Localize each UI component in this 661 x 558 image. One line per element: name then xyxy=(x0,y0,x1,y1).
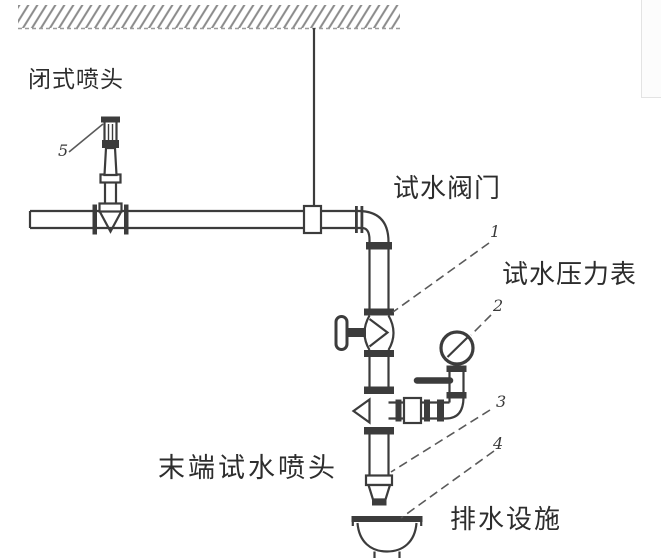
label-end-test-nozzle: 末端试水喷头 xyxy=(158,453,338,483)
closed-sprinkler-head xyxy=(98,116,123,213)
ceiling-hatch xyxy=(18,5,400,30)
test-valve xyxy=(334,308,395,357)
sprinkler-tee xyxy=(92,204,129,235)
end-test-nozzle xyxy=(364,474,394,506)
label-test-pressure-gauge: 试水压力表 xyxy=(502,259,638,289)
leader-5 xyxy=(68,123,104,153)
callout-number-2: 2 xyxy=(493,296,504,315)
pressure-gauge xyxy=(439,330,475,366)
label-test-valve: 试水阀门 xyxy=(393,173,502,203)
valve-handwheel xyxy=(334,315,349,351)
leader-1 xyxy=(392,242,490,313)
leader-4 xyxy=(400,450,495,519)
drain-funnel xyxy=(351,516,423,558)
label-drainage-facility: 排水设施 xyxy=(450,504,563,534)
branch-tee xyxy=(351,386,450,435)
callout-number-1: 1 xyxy=(490,222,501,241)
callout-number-5: 5 xyxy=(58,141,69,160)
branch-pipe xyxy=(28,206,390,243)
leader-lines xyxy=(68,123,495,519)
gauge-elbow xyxy=(413,365,467,420)
callout-number-3: 3 xyxy=(496,392,507,411)
gauge-needle xyxy=(446,335,470,358)
scrollbar-track[interactable] xyxy=(641,0,661,98)
riser-pipe xyxy=(366,240,392,477)
leader-3 xyxy=(390,409,491,473)
hanger-coupling xyxy=(302,204,323,235)
leader-2 xyxy=(470,314,492,336)
callout-number-4: 4 xyxy=(493,434,504,453)
label-closed-sprinkler: 闭式喷头 xyxy=(28,66,124,92)
